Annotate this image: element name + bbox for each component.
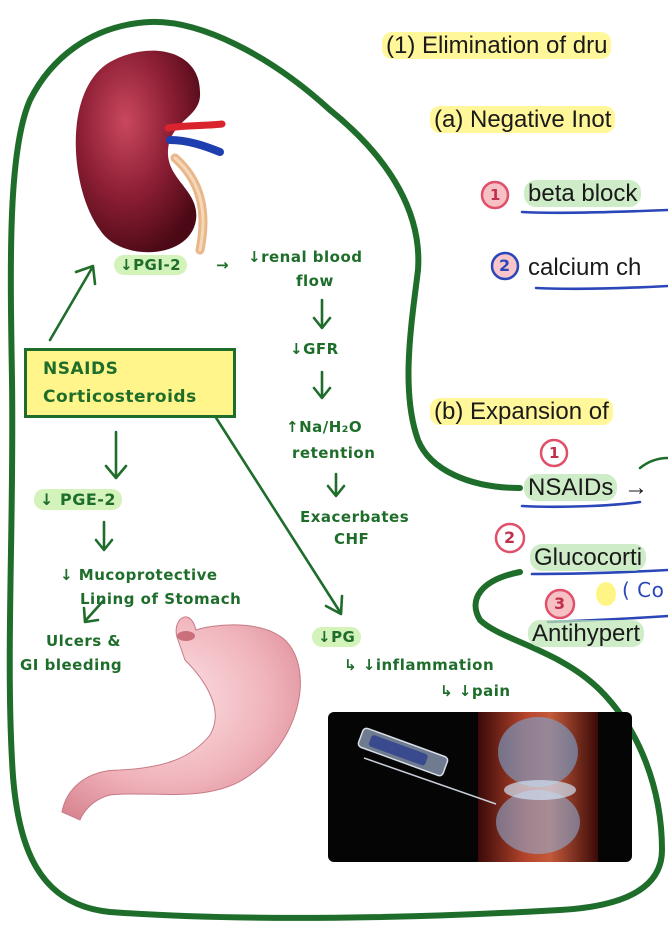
note-renal-1: ↓renal blood: [248, 248, 363, 266]
note-corticosteroids: Corticosteroids: [43, 387, 197, 407]
circle-num-3: 3: [554, 594, 566, 613]
note-nsaids: NSAIDS: [43, 359, 118, 379]
note-muco-1: ↓ Mucoprotective: [60, 566, 218, 584]
item-calcium-channel: calcium ch: [528, 254, 641, 282]
item-antihypertensives: Antihypert: [528, 620, 644, 648]
item-beta-blockers: beta block: [524, 180, 641, 208]
note-pge2: ↓ PGE-2: [34, 490, 122, 509]
knee-injection-photo: [328, 712, 632, 862]
note-pain: ↳ ↓pain: [440, 682, 511, 700]
heading-expansion: (b) Expansion of: [430, 398, 613, 426]
circle-num-1: 1: [490, 186, 501, 204]
circle-num-1b: 1: [549, 444, 560, 462]
note-pgi2: ↓PGI-2: [114, 256, 187, 274]
note-na-1: ↑Na/H₂O: [286, 418, 362, 436]
note-arrow: →: [216, 256, 229, 274]
note-exac-1: Exacerbates: [300, 508, 409, 526]
note-ulcers-2: GI bleeding: [20, 656, 122, 674]
note-na-2: retention: [292, 444, 375, 462]
item-nsaids: NSAIDs →: [524, 474, 648, 502]
circle-num-2b: 2: [504, 528, 516, 547]
heading-negative-inotropes: (a) Negative Inot: [430, 106, 615, 134]
circle-num-2: 2: [499, 256, 511, 275]
drug-box: NSAIDS Corticosteroids: [24, 348, 236, 418]
heading-elimination: (1) Elimination of dru: [382, 32, 611, 60]
note-exac-2: CHF: [334, 530, 369, 548]
item-glucocorticoids: Glucocorti: [530, 544, 646, 572]
kidney-illustration: [76, 51, 222, 253]
note-gfr: ↓GFR: [290, 340, 339, 358]
note-paren: ( Co: [622, 578, 664, 602]
note-pg: ↓PG: [312, 628, 361, 646]
note-renal-2: flow: [296, 272, 334, 290]
note-inflammation: ↳ ↓inflammation: [344, 656, 494, 674]
note-muco-2: Lining of Stomach: [80, 590, 241, 608]
note-ulcers-1: Ulcers &: [46, 632, 121, 650]
